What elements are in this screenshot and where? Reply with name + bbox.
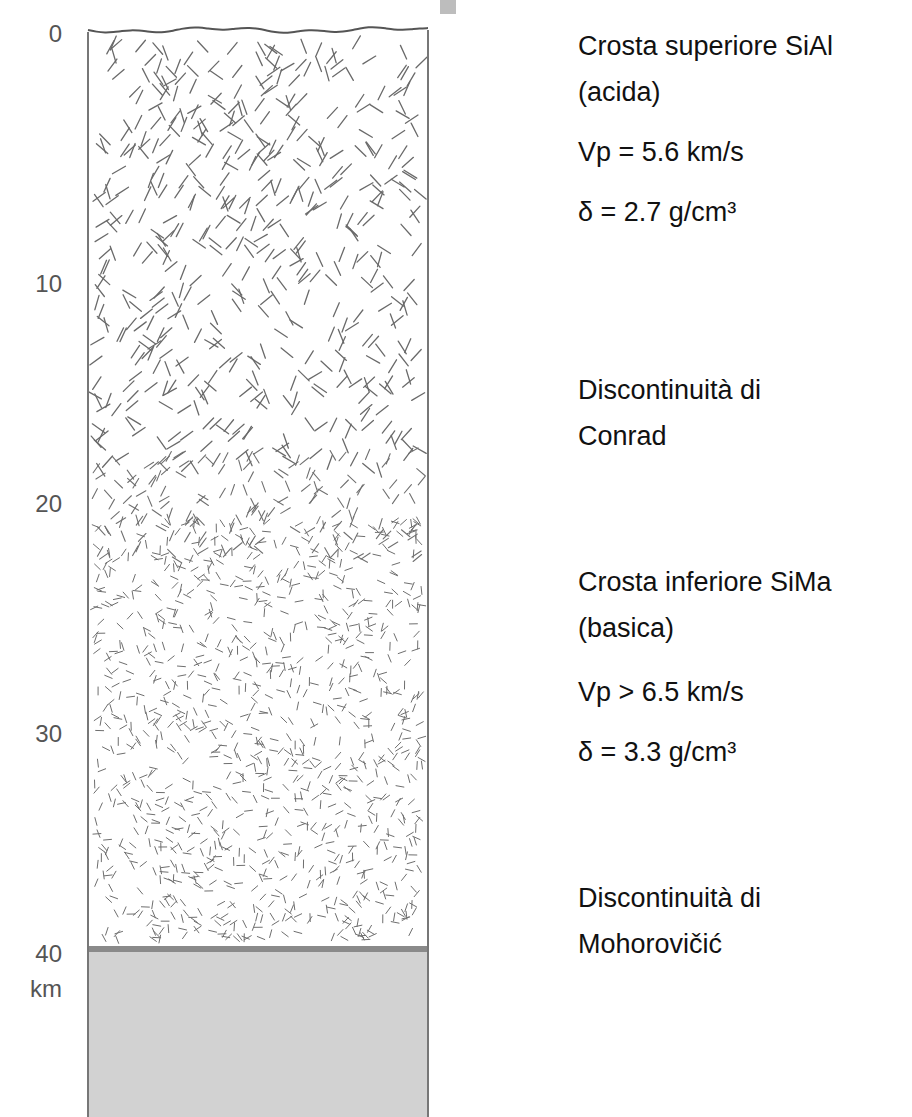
top-marker [440, 0, 456, 14]
depth-tick: 0 [0, 20, 62, 49]
density-value: δ = 2.7 g/cm³ [578, 190, 898, 236]
surface-line [88, 27, 428, 32]
column-side [427, 30, 429, 1117]
velocity-value: Vp = 5.6 km/s [578, 130, 898, 176]
velocity-value: Vp > 6.5 km/s [578, 670, 898, 716]
rock-texture [88, 36, 427, 943]
depth-tick: 40 [0, 940, 62, 969]
discontinuity-name: Discontinuità di Mohorovičić [578, 876, 818, 968]
depth-tick: 30 [0, 720, 62, 749]
discontinuity-name: Discontinuità di Conrad [578, 368, 818, 460]
layer-name: Crosta inferiore SiMa (basica) [578, 560, 898, 652]
layer-name: Crosta superiore SiAl (acida) [578, 24, 898, 116]
moho-line [88, 946, 428, 952]
depth-tick: 10 [0, 270, 62, 299]
density-value: δ = 3.3 g/cm³ [578, 730, 898, 776]
mantle-fill [88, 950, 428, 1117]
depth-unit: km [0, 975, 62, 1004]
column-side [87, 32, 89, 1117]
depth-tick: 20 [0, 490, 62, 519]
